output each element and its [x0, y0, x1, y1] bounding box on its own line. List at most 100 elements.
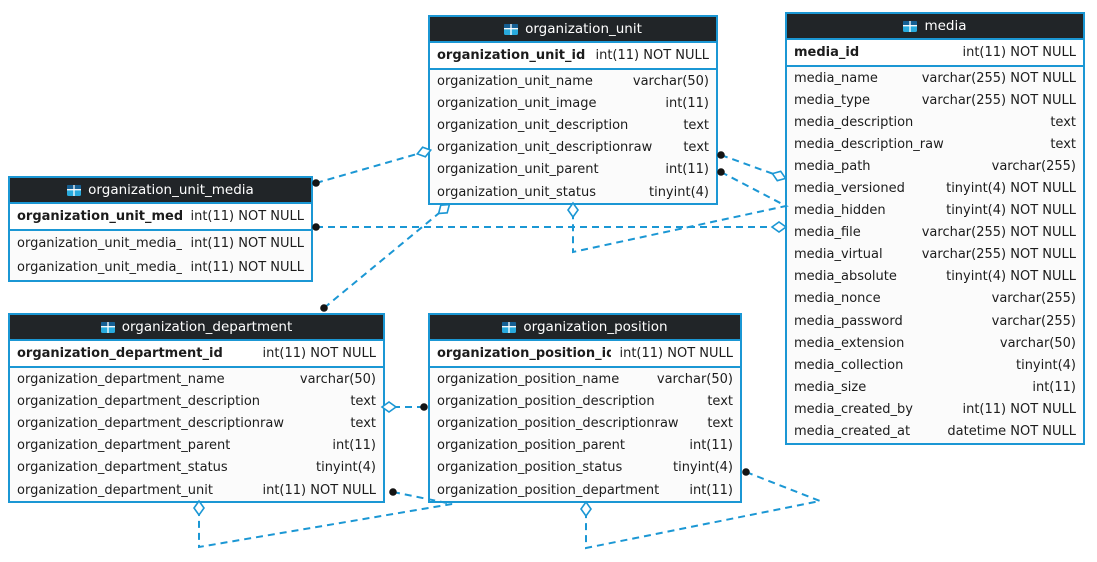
- table-header[interactable]: organization_unit_media: [10, 178, 311, 204]
- column-name: organization_department_id: [17, 346, 223, 361]
- column-name: organization_department_descriptionraw: [17, 415, 284, 431]
- column-name: media_absolute: [794, 269, 897, 285]
- relation-line-organization_unit_media-to-organization_unit[interactable]: [315, 151, 425, 184]
- column-type: varchar(50): [299, 371, 376, 387]
- column-row: media_created_by int(11) NOT NULL: [787, 398, 1083, 421]
- column-type: int(11) NOT NULL: [619, 346, 733, 361]
- column-type: text: [707, 415, 733, 431]
- column-type: datetime NOT NULL: [947, 424, 1076, 440]
- relation-line-organization_position-self-reference[interactable]: [585, 471, 824, 550]
- column-type: tinyint(4): [315, 460, 376, 476]
- column-name: organization_unit_name: [437, 73, 593, 89]
- column-name: organization_unit_parent: [437, 162, 599, 178]
- column-name: media_collection: [794, 357, 904, 373]
- column-name: organization_department_description: [17, 393, 261, 409]
- relation-line-organization_department-to-organization_unit[interactable]: [323, 208, 445, 309]
- column-type: text: [1050, 136, 1076, 152]
- table-icon: [504, 23, 519, 35]
- column-type: varchar(255) NOT NULL: [921, 92, 1076, 108]
- table-title: organization_department: [121, 319, 293, 335]
- column-type: int(11) NOT NULL: [190, 235, 304, 251]
- column-type: varchar(255) NOT NULL: [921, 247, 1076, 263]
- column-name: media_extension: [794, 335, 905, 351]
- column-name: organization_department_unit: [17, 482, 213, 498]
- column-type: int(11): [665, 162, 709, 178]
- column-name: organization_unit_media_dst: [17, 260, 183, 276]
- column-name: organization_department_name: [17, 371, 225, 387]
- column-name: organization_department_status: [17, 460, 228, 476]
- column-name: organization_position_description: [437, 393, 655, 409]
- table-title: media: [924, 18, 967, 34]
- column-type: tinyint(4): [648, 184, 709, 200]
- column-row: organization_unit_parent int(11): [430, 158, 716, 181]
- column-type: text: [1050, 114, 1076, 130]
- column-name: organization_position_id: [437, 346, 612, 361]
- table-node-organization_position[interactable]: organization_position organization_positi…: [428, 313, 742, 504]
- relation-line-organization_unit-self-reference[interactable]: [572, 171, 789, 254]
- column-name: organization_unit_id: [437, 48, 586, 63]
- relation-line-organization_unit-to-media[interactable]: [720, 154, 780, 177]
- table-header[interactable]: organization_unit: [430, 17, 716, 43]
- column-type: tinyint(4): [672, 460, 733, 476]
- column-type: int(11) NOT NULL: [962, 401, 1076, 417]
- column-type: int(11): [689, 438, 733, 454]
- column-name: organization_unit_description: [437, 117, 629, 133]
- table-header[interactable]: media: [787, 14, 1083, 40]
- column-type: varchar(50): [999, 335, 1076, 351]
- table-header[interactable]: organization_department: [10, 315, 383, 341]
- column-row: media_absolute tinyint(4) NOT NULL: [787, 265, 1083, 288]
- primary-key-row: organization_department_id int(11) NOT NU…: [10, 341, 383, 368]
- column-row: media_virtual varchar(255) NOT NULL: [787, 243, 1083, 266]
- column-name: organization_unit_media_id: [17, 209, 183, 224]
- column-row: organization_unit_media_srcint(11) NOT N…: [10, 231, 311, 256]
- column-type: text: [683, 117, 709, 133]
- relation-line-organization_department-self-reference[interactable]: [198, 491, 453, 549]
- column-row: organization_department_name varchar(50): [10, 368, 383, 391]
- table-header[interactable]: organization_position: [430, 315, 740, 341]
- column-type: tinyint(4) NOT NULL: [946, 269, 1076, 285]
- column-type: int(11) NOT NULL: [595, 48, 709, 63]
- column-name: organization_position_descriptionraw: [437, 415, 679, 431]
- column-name: media_hidden: [794, 203, 886, 219]
- table-node-organization_unit_media[interactable]: organization_unit_media organization_unit…: [8, 176, 313, 282]
- column-name: organization_department_parent: [17, 438, 231, 454]
- column-type: varchar(255): [991, 313, 1076, 329]
- column-type: varchar(255): [991, 291, 1076, 307]
- table-node-organization_department[interactable]: organization_department organization_depa…: [8, 313, 385, 504]
- column-type: varchar(255): [991, 158, 1076, 174]
- column-name: media_name: [794, 70, 878, 86]
- column-type: tinyint(4) NOT NULL: [946, 203, 1076, 219]
- column-row: media_extension varchar(50): [787, 332, 1083, 355]
- column-name: media_description_raw: [794, 136, 944, 152]
- column-name: media_id: [794, 45, 860, 60]
- column-type: int(11) NOT NULL: [262, 346, 376, 361]
- column-type: int(11): [332, 438, 376, 454]
- column-row: organization_department_status tinyint(4): [10, 456, 383, 479]
- column-row: organization_position_descriptionraw text: [430, 412, 740, 435]
- column-name: media_virtual: [794, 247, 883, 263]
- column-row: organization_unit_description text: [430, 114, 716, 137]
- column-name: organization_position_department: [437, 482, 660, 498]
- table-icon: [903, 20, 918, 32]
- table-title: organization_unit_media: [88, 182, 254, 198]
- column-name: media_created_by: [794, 401, 913, 417]
- column-type: text: [350, 393, 376, 409]
- column-name: media_versioned: [794, 181, 905, 197]
